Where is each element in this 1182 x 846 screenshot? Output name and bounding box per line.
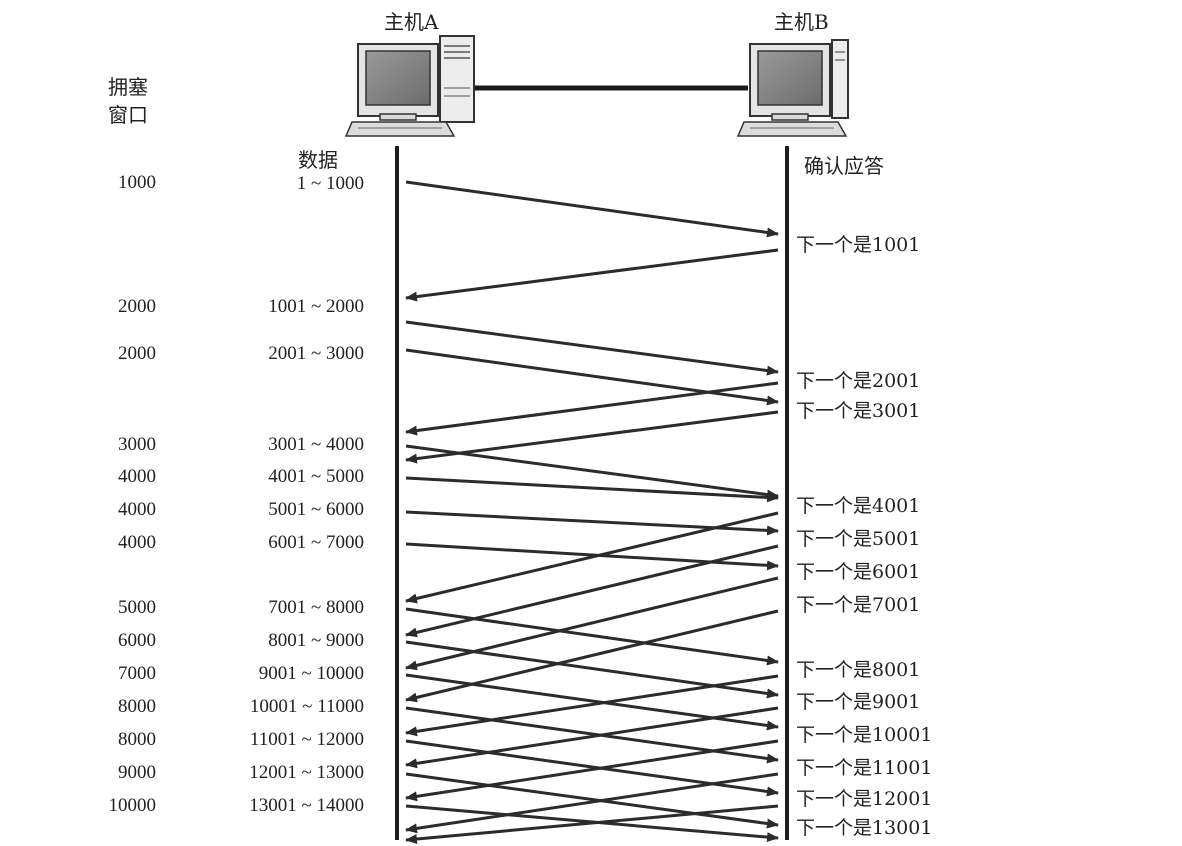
ack-label: 下一个是3001 [796,400,921,422]
segment-range: 8001 ~ 9000 [268,630,364,651]
segment-range: 13001 ~ 14000 [249,795,364,816]
data-segment-arrow [405,180,779,238]
cwnd-header-line1: 拥塞 [108,75,148,99]
ack-label: 下一个是5001 [796,528,921,550]
cwnd-value: 4000 [118,532,156,553]
cwnd-value: 4000 [118,499,156,520]
ack-label: 下一个是9001 [796,691,921,713]
data-segment-arrow [405,444,779,500]
host-a-computer-icon [344,35,475,137]
segment-range: 11001 ~ 12000 [249,729,364,750]
ack-arrow [405,804,779,844]
data-header: 数据 [298,148,338,172]
ack-arrow [405,248,779,302]
cwnd-value: 4000 [118,466,156,487]
segment-range: 10001 ~ 11000 [249,696,364,717]
segment-range: 7001 ~ 8000 [268,597,364,618]
segment-range: 6001 ~ 7000 [268,532,364,553]
ack-label: 下一个是13001 [796,817,933,839]
host-b-label: 主机B [774,10,829,34]
data-segment-arrow [405,348,779,406]
ack-arrow [405,706,779,769]
data-segment-arrow [405,476,779,503]
segment-range: 5001 ~ 6000 [268,499,364,520]
ack-label: 下一个是6001 [796,561,921,583]
ack-arrow [405,544,779,638]
ack-arrow [405,410,779,464]
host-a-label: 主机A [384,10,439,34]
ack-label: 下一个是8001 [796,659,921,681]
data-segment-arrow [405,510,779,536]
ack-arrow [405,739,779,802]
message-arrows [405,180,779,844]
cwnd-value: 2000 [118,296,156,317]
ack-label: 下一个是12001 [796,788,933,810]
data-segment-arrow [405,542,779,571]
ack-arrow [405,609,779,703]
ack-arrow [405,381,779,436]
cwnd-value: 6000 [118,630,156,651]
ack-label: 下一个是10001 [796,724,933,746]
ack-header: 确认应答 [804,154,884,178]
cwnd-value: 8000 [118,729,156,750]
segment-range: 1 ~ 1000 [296,173,364,194]
ack-label: 下一个是1001 [796,234,921,256]
ack-label: 下一个是4001 [796,495,921,517]
cwnd-value: 8000 [118,696,156,717]
data-segment-arrow [405,673,779,731]
ack-label: 下一个是7001 [796,594,921,616]
segment-range: 1001 ~ 2000 [268,296,364,317]
cwnd-value: 2000 [118,343,156,364]
ack-label: 下一个是11001 [796,757,933,779]
cwnd-value: 9000 [118,762,156,783]
cwnd-value: 5000 [118,597,156,618]
segment-range: 2001 ~ 3000 [268,343,364,364]
ack-arrow [405,772,779,834]
ack-label: 下一个是2001 [796,370,921,392]
cwnd-header-line2: 窗口 [108,103,148,127]
ack-arrow [405,576,779,671]
cwnd-value: 7000 [118,663,156,684]
cwnd-value: 3000 [118,434,156,455]
ack-arrow [405,674,779,737]
segment-range: 4001 ~ 5000 [268,466,364,487]
host-b-computer-icon [736,39,849,137]
segment-range: 9001 ~ 10000 [258,663,364,684]
data-segment-arrow [405,607,779,666]
cwnd-value: 10000 [108,795,157,816]
segment-range: 12001 ~ 13000 [249,762,364,783]
data-segment-arrow [405,772,779,829]
data-segment-arrow [405,320,779,376]
ack-arrow [405,511,779,604]
cwnd-value: 1000 [118,172,156,193]
segment-range: 3001 ~ 4000 [268,434,364,455]
